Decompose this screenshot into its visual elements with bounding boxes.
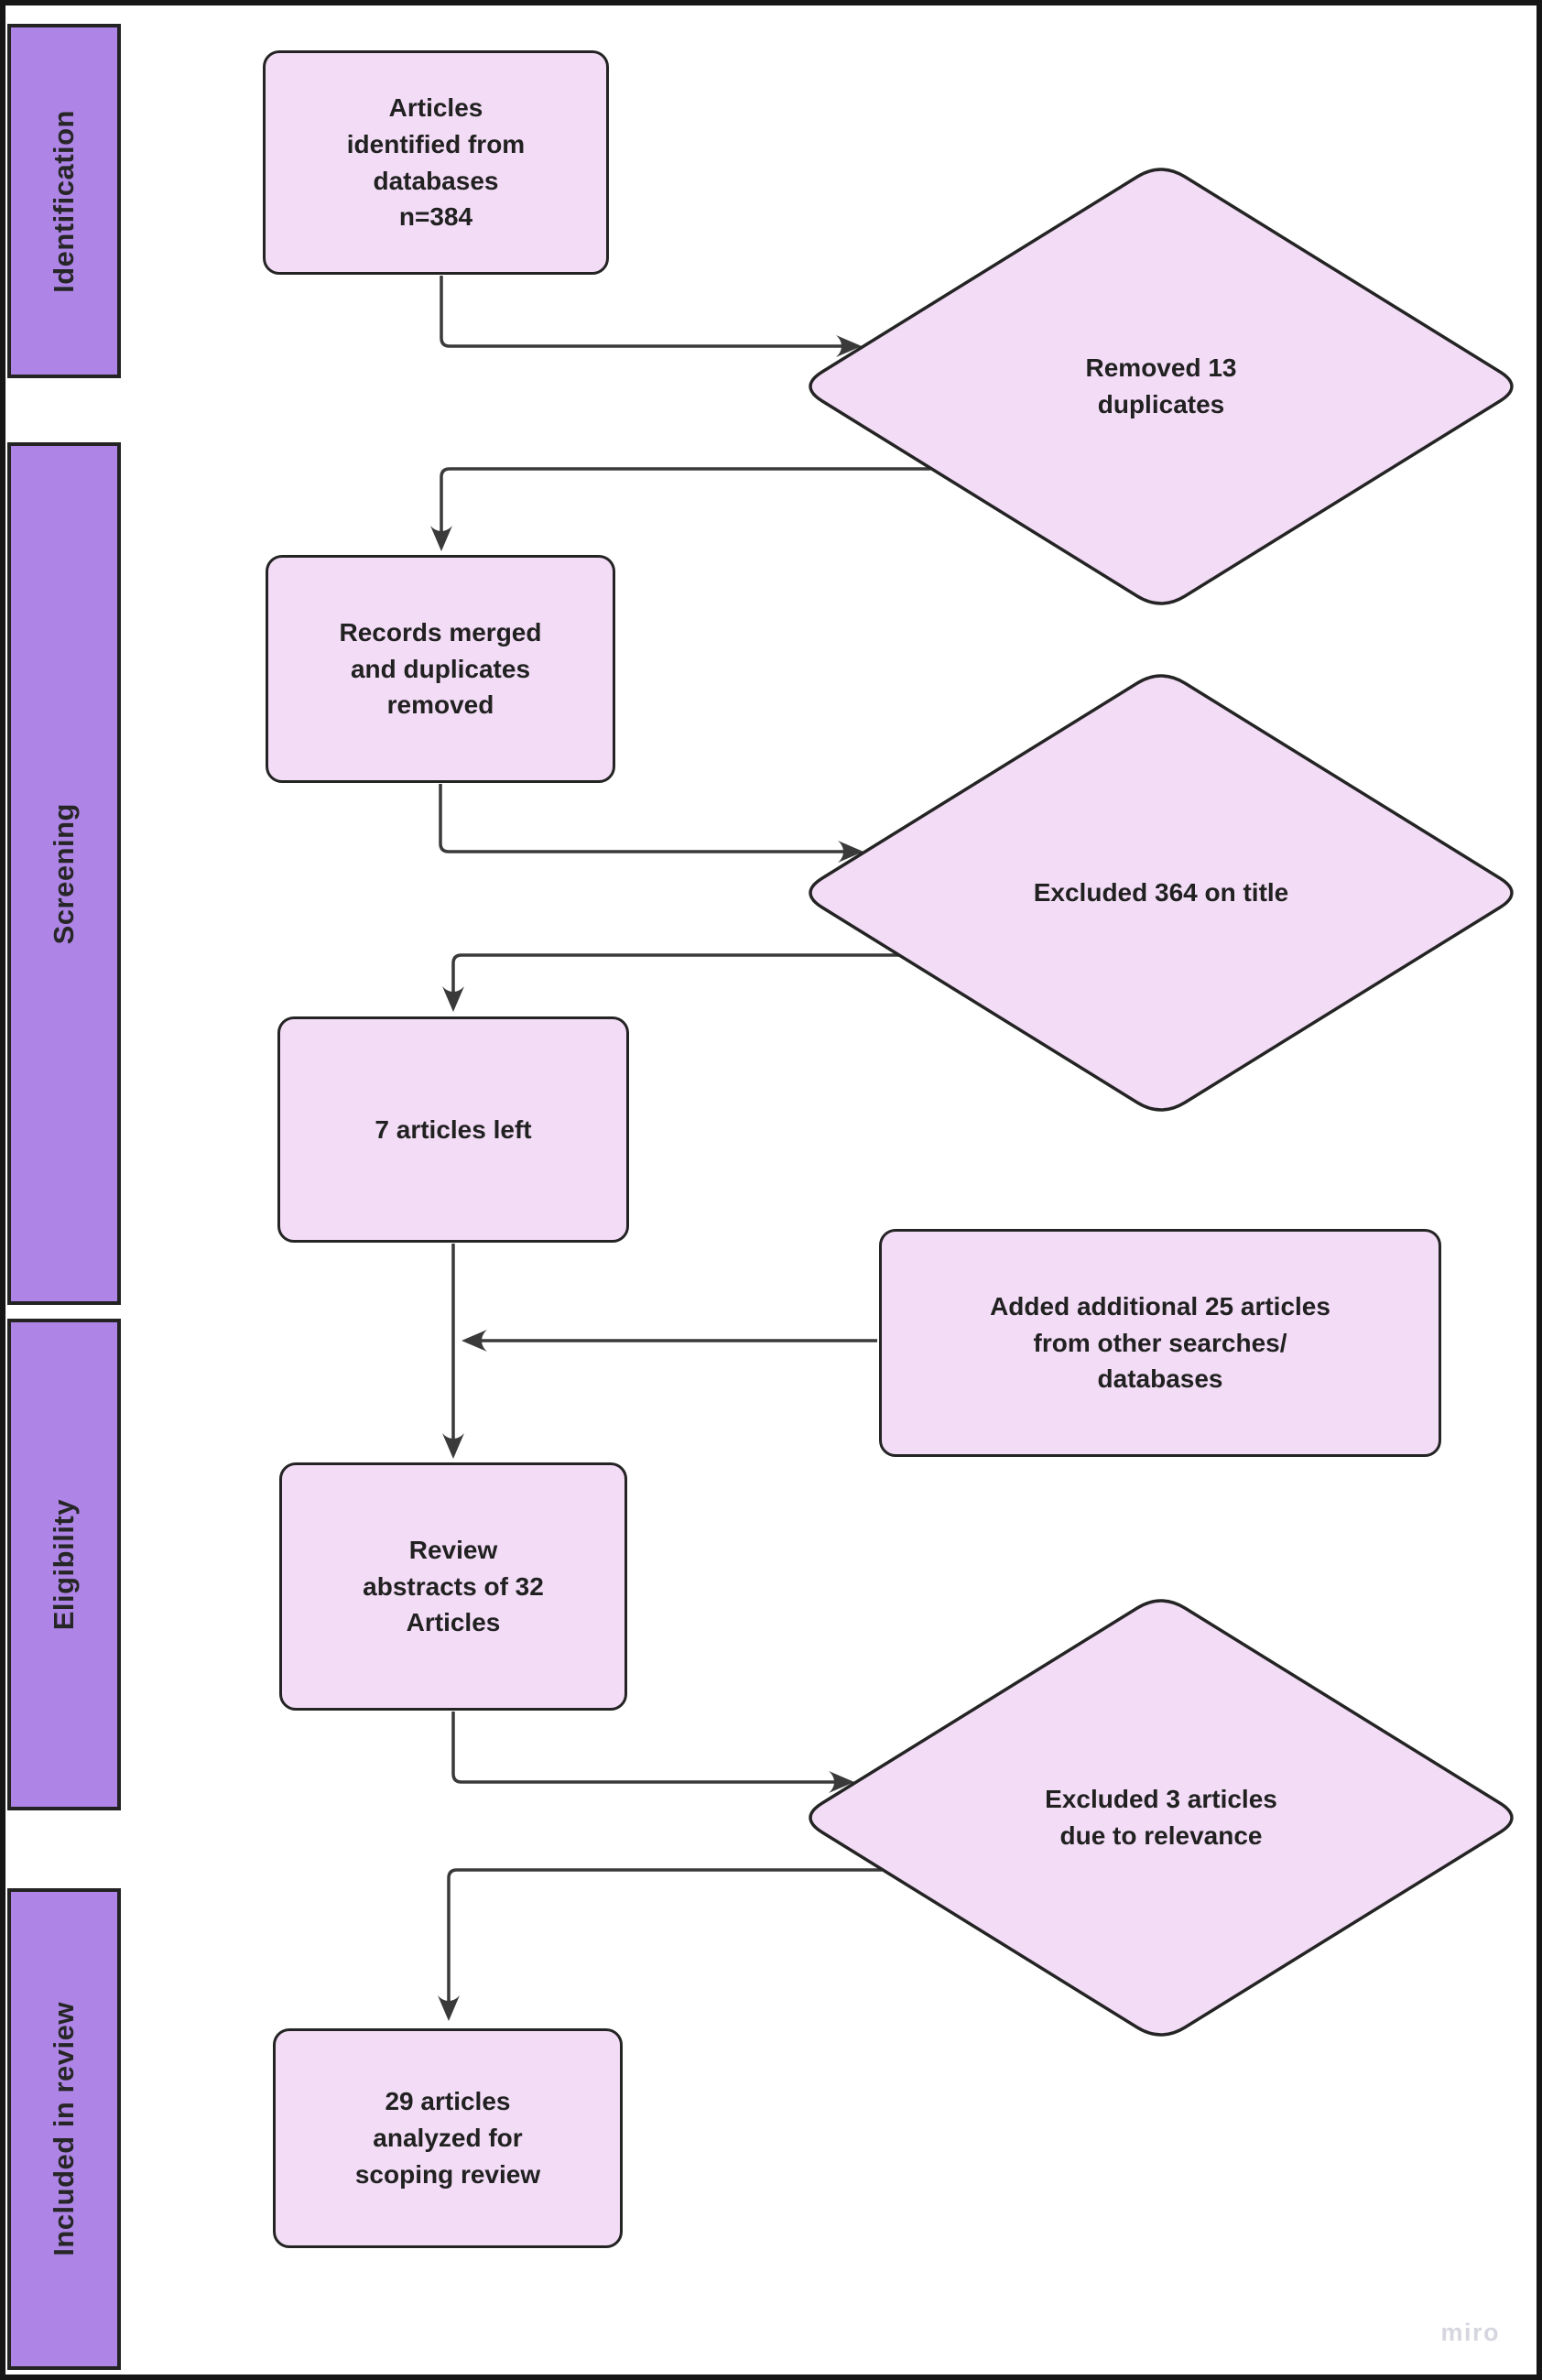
node-added-additional-articles-text: Added additional 25 articles from other … [990,1291,1330,1394]
stage-label-included-in-review: Included in review [48,2002,80,2256]
node-7-articles-left: 7 articles left [277,1016,629,1243]
node-records-merged-text: Records merged and duplicates removed [339,617,542,720]
node-articles-analyzed-text: 29 articles analyzed for scoping review [354,2087,541,2189]
connector-identified-to-duplicates [440,276,862,357]
node-articles-identified-text: Articles identified from databases n=384 [346,93,526,232]
stage-label-eligibility: Eligibility [48,1498,80,1631]
node-added-additional-articles: Added additional 25 articles from other … [879,1229,1441,1457]
connector-merged-to-excluded-title [439,784,863,863]
stage-label-screening: Screening [48,802,80,945]
diamond-excluded-relevance [809,1599,1514,2037]
node-review-abstracts-text: Review abstracts of 32 Articles [363,1535,544,1637]
connector-excluded-relevance-to-analyzed [438,1868,882,2021]
stage-label-identification: Identification [48,109,80,293]
diamond-excluded-on-title [809,674,1514,1112]
diamond-removed-duplicates [809,168,1514,605]
stage-band-included-in-review: Included in review [7,1888,121,2370]
node-articles-identified: Articles identified from databases n=384 [263,50,609,275]
stage-band-identification: Identification [7,24,121,378]
node-review-abstracts: Review abstracts of 32 Articles [279,1462,627,1711]
stage-band-screening: Screening [7,442,121,1305]
node-records-merged: Records merged and duplicates removed [266,555,615,783]
connector-duplicates-to-merged [430,467,930,551]
miro-watermark: miro [1440,2319,1500,2346]
connector-review-to-excluded-relevance [451,1712,854,1793]
node-articles-analyzed: 29 articles analyzed for scoping review [273,2028,623,2248]
connector-excluded-title-to-7-left [442,953,899,1012]
stage-band-eligibility: Eligibility [7,1319,121,1810]
node-7-articles-left-text: 7 articles left [375,1114,532,1144]
